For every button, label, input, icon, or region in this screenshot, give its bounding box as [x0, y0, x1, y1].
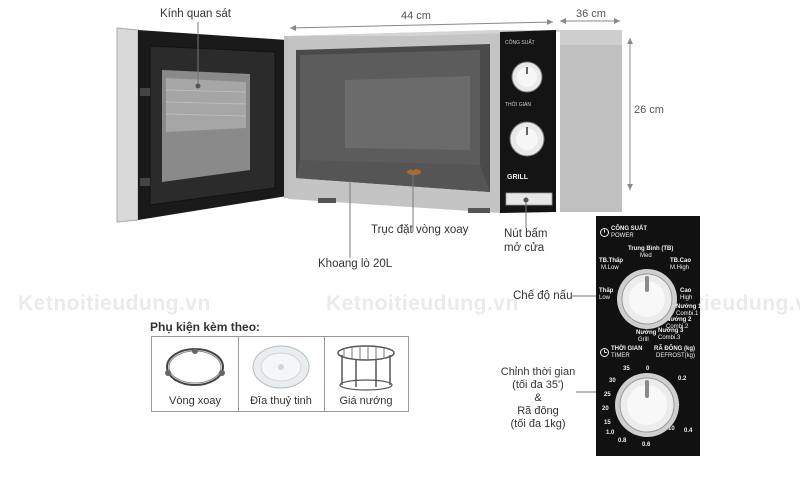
body-timer-label: THỜI GIAN — [505, 102, 531, 108]
power-combi3-en: Combi.3 — [658, 335, 681, 341]
glass-plate-icon — [252, 345, 310, 389]
accessory-glass-plate: Đĩa thuỷ tinh — [238, 337, 325, 411]
viewing-window-label: Kính quan sát — [160, 8, 231, 20]
accessory-label: Vòng xoay — [169, 395, 221, 407]
power-medium-en: Med — [640, 253, 652, 259]
power-high-en: High — [680, 295, 693, 301]
defrost-title-en: DEFROST(kg) — [656, 353, 695, 359]
timer-callout-line2: (tối đa 35') — [512, 379, 564, 391]
timer-title-en: TIMER — [611, 353, 630, 359]
power-grill-en: Grill — [638, 337, 649, 343]
timer-mark-20: 20 — [602, 406, 609, 412]
timer-callout-line1: Chỉnh thời gian — [500, 366, 576, 378]
timer-mark-10: 10 — [668, 426, 675, 432]
weight-mark-1.0: 1.0 — [606, 430, 615, 436]
watermark: Ketnoitieudung.vn — [18, 292, 211, 315]
timer-mark-15: 15 — [604, 420, 611, 426]
power-title: CÔNG SUẤT — [611, 226, 647, 232]
power-icon — [600, 228, 609, 237]
timer-callout-line4: Rã đông — [517, 405, 559, 417]
power-combi1: Nướng 1 — [676, 304, 702, 310]
timer-mark-25: 25 — [604, 392, 611, 398]
accessory-grill-rack: Giá nướng — [324, 337, 408, 411]
timer-knob[interactable] — [614, 372, 680, 438]
timer-callout-line5: (tối đa 1kg) — [510, 418, 566, 430]
power-mhigh: TB.Cao — [670, 258, 691, 264]
power-mhigh-en: M.High — [670, 265, 690, 271]
power-combi2: Nướng 2 — [666, 317, 692, 323]
turntable-base-label: Trục đặt vòng xoay — [371, 224, 469, 236]
power-mlow: TB.Thấp — [599, 258, 623, 264]
accessory-label: Giá nướng — [339, 395, 393, 407]
grill-label: GRILL — [507, 174, 528, 181]
power-low: Thấp — [599, 288, 614, 294]
power-grill: Nướng — [636, 330, 657, 336]
body-power-label: CÔNG SUẤT — [505, 40, 535, 46]
power-combi1-en: Combi.1 — [676, 311, 699, 317]
defrost-title: RÃ ĐÔNG (kg) — [654, 346, 695, 352]
power-knob[interactable] — [616, 268, 678, 330]
depth-dimension: 36 cm — [576, 8, 606, 20]
cooking-mode-label: Chế độ nấu — [513, 290, 573, 302]
accessory-label: Đĩa thuỷ tinh — [250, 395, 312, 407]
control-panel-closeup: CÔNG SUẤT POWER Trung Bình (TB) Med TB.T… — [596, 216, 702, 456]
weight-mark-0.4: 0.4 — [684, 428, 693, 434]
power-combi3: Nướng 3 — [658, 328, 684, 334]
door-button-label-line1: Nút bấm — [504, 228, 548, 240]
cavity-label: Khoang lò 20L — [318, 258, 393, 270]
power-medium: Trung Bình (TB) — [628, 246, 674, 252]
timer-callout-line3: & — [534, 392, 542, 404]
power-low-en: Low — [599, 295, 611, 301]
timer-mark-0: 0 — [646, 366, 650, 372]
door-button-label-line2: mở cửa — [504, 242, 545, 254]
timer-title: THỜI GIAN — [611, 346, 643, 352]
power-title-en: POWER — [611, 233, 634, 239]
weight-mark-0.6: 0.6 — [642, 442, 651, 448]
weight-mark-0.2: 0.2 — [678, 376, 687, 382]
height-dimension: 26 cm — [634, 104, 664, 116]
power-combi2-en: Combi.2 — [666, 324, 689, 330]
timer-mark-35: 35 — [623, 366, 630, 372]
turntable-ring-icon — [165, 348, 225, 386]
width-dimension: 44 cm — [401, 10, 431, 22]
timer-icon — [600, 348, 609, 357]
accessory-turntable-ring: Vòng xoay — [152, 337, 239, 411]
power-high: Cao — [680, 288, 692, 294]
timer-callout: Chỉnh thời gian (tối đa 35') & Rã đông (… — [498, 366, 578, 431]
accessories-title: Phụ kiện kèm theo: — [150, 320, 261, 334]
weight-mark-0.8: 0.8 — [618, 438, 627, 444]
power-mlow-en: M.Low — [601, 265, 619, 271]
watermark: Ketnoitieudung.vn — [326, 292, 519, 315]
timer-mark-30: 30 — [609, 378, 616, 384]
accessories-box: Vòng xoay Đĩa thuỷ tinh Giá nướng — [151, 336, 409, 412]
grill-rack-icon — [337, 345, 395, 391]
